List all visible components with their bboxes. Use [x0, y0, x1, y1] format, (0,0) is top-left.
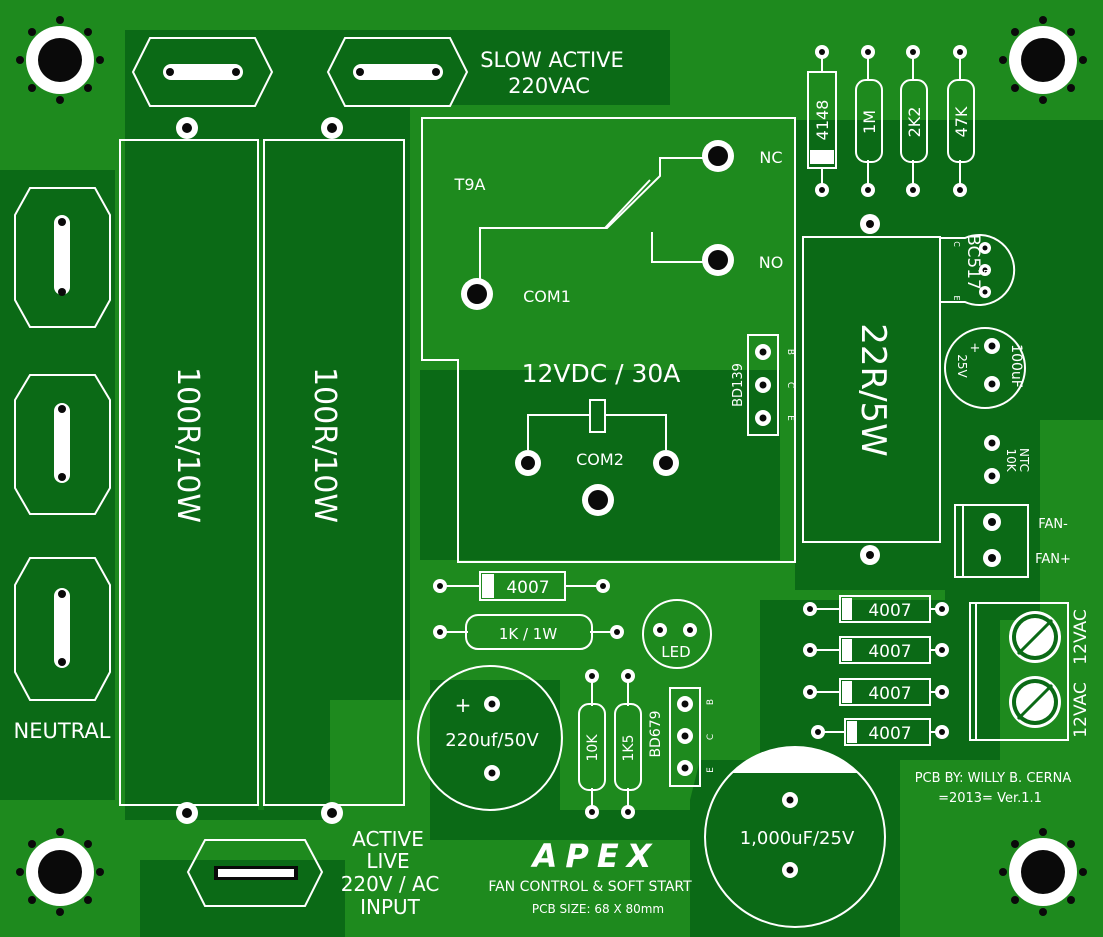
bd679-c-label: C — [706, 734, 716, 740]
relay-com1-label: COM1 — [523, 287, 571, 306]
resistor-22r-5w: 22R/5W — [802, 214, 941, 565]
bd679-e-label: E — [706, 767, 716, 773]
resistor-2k2-label: 2K2 — [905, 107, 924, 138]
capacitor-100uf: 100uF 25V + — [944, 327, 1026, 409]
bc517-label: BC517 — [963, 234, 983, 290]
board-subtitle: FAN CONTROL & SOFT START — [488, 879, 692, 895]
diode-4007-r4: 4007 — [811, 718, 949, 746]
vac-2-label: 12VAC — [1071, 682, 1091, 737]
power-resistor-left-label: 100R/10W — [170, 367, 205, 523]
fan-minus-label: FAN- — [1038, 517, 1068, 532]
bc517-e-label: E — [952, 295, 961, 300]
active-label-3: 220V / AC — [341, 872, 440, 896]
vac-1-label: 12VAC — [1071, 609, 1091, 664]
transistor-bd139: BD139 B C E — [731, 334, 795, 436]
diode-r1-label: 4007 — [868, 601, 911, 621]
spade-terminal-slow-active-1 — [131, 37, 274, 107]
diode-4007-a: 4007 — [433, 571, 610, 601]
resistor-10k: 10K — [578, 669, 606, 819]
diode-4007-a-label: 4007 — [506, 578, 549, 598]
resistor-47k-label: 47K — [952, 106, 971, 137]
diode-4007-r1: 4007 — [803, 595, 949, 623]
spade-terminal-active-input — [186, 839, 324, 907]
cap-100uf-plus: + — [970, 341, 981, 356]
resistor-10k-label: 10K — [585, 734, 601, 762]
bd679-label: BD679 — [648, 710, 664, 757]
bc517-c-label: C — [952, 241, 961, 247]
diode-r3-label: 4007 — [868, 684, 911, 704]
resistor-1k5: 1K5 — [614, 669, 642, 819]
cap-100uf-voltage: 25V — [955, 354, 969, 378]
resistor-47k: 47K — [947, 45, 975, 197]
bd679-b-label: B — [706, 699, 716, 705]
resistor-22r-label: 22R/5W — [853, 323, 893, 457]
ntc-label-1: NTC — [1017, 448, 1031, 472]
bd139-c-label: C — [785, 382, 795, 388]
diode-r2-label: 4007 — [868, 642, 911, 662]
active-label-2: LIVE — [366, 849, 409, 873]
fan-connector — [954, 504, 1029, 578]
active-label-4: INPUT — [360, 895, 421, 919]
power-resistor-right-label: 100R/10W — [307, 367, 342, 523]
ntc-thermistor: NTC 10K — [984, 435, 1031, 484]
board-size: PCB SIZE: 68 X 80mm — [532, 902, 664, 916]
relay-com2-label: COM2 — [576, 450, 624, 469]
resistor-1k5-label: 1K5 — [621, 735, 637, 762]
bd139-b-label: B — [785, 349, 795, 355]
diode-4007-r2: 4007 — [803, 636, 949, 664]
diode-4148-label: 4148 — [813, 100, 832, 141]
resistor-1m: 1M — [855, 45, 883, 197]
led-indicator: LED — [642, 599, 712, 669]
active-label-1: ACTIVE — [352, 827, 424, 851]
neutral-label: NEUTRAL — [14, 719, 111, 743]
capacitor-1000uf: 1,000uF/25V — [704, 746, 886, 928]
resistor-1k-label: 1K / 1W — [499, 625, 558, 643]
mounting-hole-top-right — [999, 16, 1087, 104]
relay-type-label: T9A — [454, 175, 486, 194]
relay-rating-label: 12VDC / 30A — [522, 359, 681, 388]
credit-version: =2013= Ver.1.1 — [938, 791, 1042, 806]
slow-active-label: SLOW ACTIVE — [480, 48, 624, 72]
transistor-bc517: BC517 C B E — [939, 234, 1016, 306]
cap-1000-label: 1,000uF/25V — [740, 828, 855, 849]
relay-t9a — [421, 117, 796, 563]
diode-4148: 4148 — [807, 45, 837, 197]
mounting-hole-bottom-left — [16, 828, 104, 916]
spade-terminal-neutral-1 — [14, 187, 111, 328]
led-label: LED — [661, 643, 690, 661]
ac-terminal-block: 12VAC 12VAC — [969, 602, 1091, 741]
cap-220-label: 220uf/50V — [445, 730, 539, 751]
slow-active-voltage-label: 220VAC — [508, 74, 590, 98]
capacitor-220uf: + 220uf/50V — [417, 665, 563, 811]
apex-logo: APEX — [530, 837, 660, 875]
diode-4007-r3: 4007 — [803, 678, 949, 706]
bd139-e-label: E — [785, 415, 795, 421]
relay-nc-label: NC — [759, 148, 782, 167]
transistor-bd679: BD679 B C E — [648, 687, 716, 787]
spade-terminal-slow-active-2 — [326, 37, 469, 107]
resistor-1m-label: 1M — [860, 110, 879, 134]
bc517-b-label: B — [982, 269, 991, 275]
mounting-hole-top-left — [16, 16, 104, 104]
fan-plus-label: FAN+ — [1035, 552, 1071, 567]
diode-r4-label: 4007 — [868, 724, 911, 744]
cap-100uf-label: 100uF — [1008, 344, 1024, 388]
mounting-hole-bottom-right — [999, 828, 1087, 916]
credit-author: PCB BY: WILLY B. CERNA — [915, 771, 1072, 786]
spade-terminal-neutral-3 — [14, 557, 111, 701]
bd139-label: BD139 — [731, 363, 746, 407]
ntc-label-2: 10K — [1004, 448, 1018, 472]
power-resistor-right: 100R/10W — [263, 117, 405, 824]
resistor-1k-1w: 1K / 1W — [433, 614, 624, 650]
power-resistor-left: 100R/10W — [119, 117, 259, 824]
cap-220-plus: + — [455, 693, 472, 717]
resistor-2k2: 2K2 — [900, 45, 928, 197]
relay-no-label: NO — [759, 253, 784, 272]
spade-terminal-neutral-2 — [14, 374, 111, 515]
